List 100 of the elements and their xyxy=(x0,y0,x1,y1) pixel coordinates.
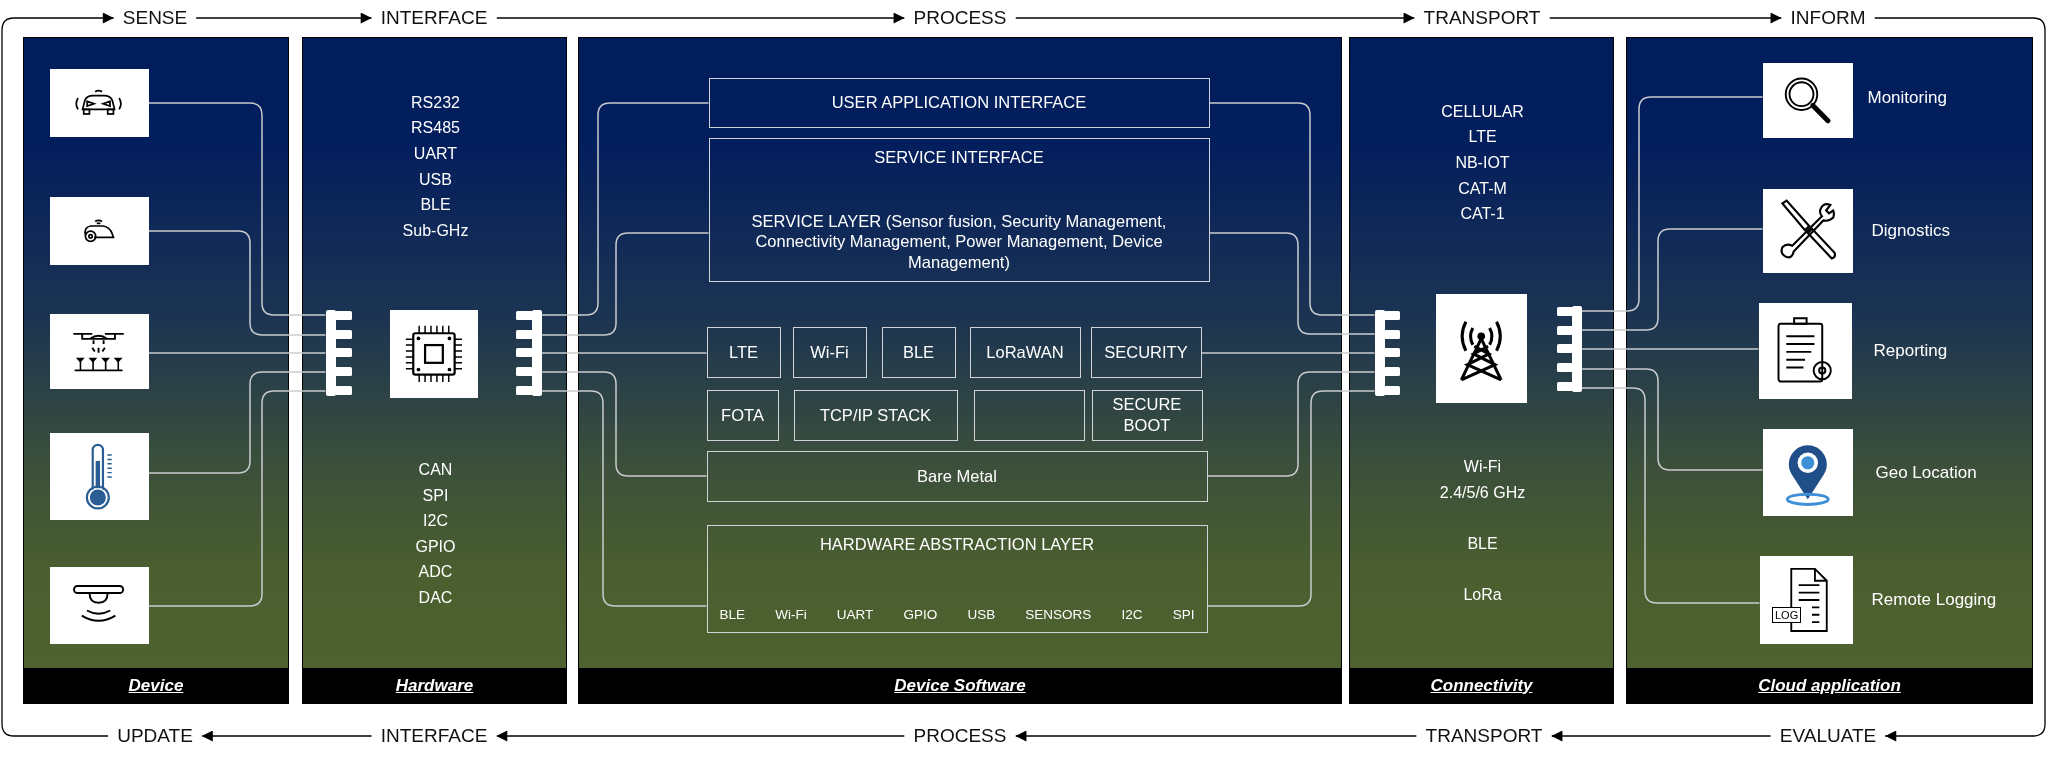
tools-icon xyxy=(1762,188,1853,273)
item-label: Reporting xyxy=(1873,340,1948,361)
module-box xyxy=(973,389,1085,441)
connector-line xyxy=(1206,390,1376,607)
box-label: BLE xyxy=(902,341,935,363)
module-box xyxy=(969,326,1081,378)
protocol-label: 2.4/5/6 GHz xyxy=(1439,483,1526,503)
arrow xyxy=(1014,730,1418,742)
layer-box xyxy=(706,450,1208,502)
module-box xyxy=(881,326,956,378)
connector-block xyxy=(515,309,542,396)
protocol-label: I2C xyxy=(423,511,448,531)
box-label: LTE xyxy=(728,341,758,363)
chip-icon xyxy=(389,309,478,398)
connector-line xyxy=(1580,368,1764,471)
thermometer-icon xyxy=(49,432,149,520)
box-label: SERVICE INTERFACE xyxy=(874,146,1044,168)
arrow xyxy=(495,730,906,742)
arrow xyxy=(1873,17,2046,742)
box-label: USER APPLICATION INTERFACE xyxy=(831,92,1087,113)
connector-block xyxy=(325,309,352,396)
layer-panel xyxy=(23,37,289,704)
drone-icon xyxy=(49,313,149,389)
box-label: TCP/IP STACK xyxy=(819,404,932,426)
item-label: Geo Location xyxy=(1875,462,1977,483)
connector-line xyxy=(540,102,710,316)
sensor-icon xyxy=(49,566,149,644)
arrow xyxy=(201,730,373,742)
protocol-label: LTE xyxy=(1468,127,1497,147)
box-label: LoRaWAN xyxy=(986,341,1064,363)
interface-label: BLE xyxy=(719,606,746,624)
layer-panel xyxy=(302,37,567,704)
document-icon xyxy=(1759,555,1853,644)
item-label: Dignostics xyxy=(1871,220,1950,241)
log-tag: LOG xyxy=(1772,607,1802,623)
panel-title: Connectivity xyxy=(1430,675,1533,696)
protocol-label: SPI xyxy=(422,486,449,506)
protocol-label: CELLULAR xyxy=(1441,102,1524,122)
protocol-label: NB-IOT xyxy=(1455,153,1510,173)
location-pin-icon xyxy=(1762,428,1853,516)
arrow xyxy=(195,12,373,24)
box-label: SECURE BOOT xyxy=(1111,394,1183,436)
protocol-label: RS232 xyxy=(411,93,460,113)
connector-line xyxy=(540,371,708,477)
interface-label: UART xyxy=(836,606,874,624)
layer-panel xyxy=(578,37,1342,704)
protocol-label: CAT-1 xyxy=(1460,204,1505,224)
panel-title: Hardware xyxy=(395,675,474,696)
connector-block xyxy=(1556,305,1582,392)
panel-title: Cloud application xyxy=(1758,675,1901,696)
box-label: FOTA xyxy=(721,404,764,426)
box-label: SERVICE LAYER (Sensor fusion, Security Management, Connectivity Management, Power Management, Device Management) xyxy=(750,210,1168,273)
connector-line xyxy=(540,232,710,336)
interface-label: I2C xyxy=(1121,606,1143,624)
search-icon xyxy=(1762,62,1853,138)
arrow xyxy=(1014,12,1416,24)
box-label: HARDWARE ABSTRACTION LAYER xyxy=(819,533,1095,555)
connector-line xyxy=(1580,348,1760,350)
panel-title: Device xyxy=(128,675,184,696)
interface-label: GPIO xyxy=(903,606,938,624)
item-label: Monitoring xyxy=(1867,87,1947,108)
car-icon xyxy=(49,68,149,137)
interface-label: USB xyxy=(967,606,996,624)
arrow xyxy=(1550,730,1772,742)
robot-mower-icon xyxy=(49,196,149,265)
protocol-label: BLE xyxy=(420,195,451,215)
module-box xyxy=(792,326,867,378)
protocol-label: ADC xyxy=(418,562,453,582)
clipboard-icon xyxy=(1758,302,1852,399)
connector-line xyxy=(147,390,327,607)
arrow xyxy=(1,12,115,737)
connector-line xyxy=(1580,96,1764,312)
connector-line xyxy=(147,230,327,336)
protocol-label: RS485 xyxy=(411,118,460,138)
connector-line xyxy=(1208,102,1376,316)
arrow xyxy=(1548,12,1783,24)
protocol-label: GPIO xyxy=(415,537,456,557)
layer-panel xyxy=(1626,37,2033,704)
module-box xyxy=(793,389,958,441)
connector-line xyxy=(1580,228,1764,331)
box-label: Bare Metal xyxy=(917,465,997,487)
layer-panel xyxy=(1349,37,1614,704)
interface-label: SENSORS xyxy=(1025,606,1092,624)
connector-line xyxy=(1208,232,1376,335)
connector-line xyxy=(147,352,327,354)
protocol-label: CAT-M xyxy=(1458,179,1507,199)
connector-line xyxy=(1206,371,1376,477)
connector-line xyxy=(540,390,708,607)
cell-tower-icon xyxy=(1435,293,1527,403)
box-label: Wi-Fi xyxy=(810,341,849,363)
module-box xyxy=(1090,326,1202,378)
connector-line xyxy=(1580,387,1761,604)
protocol-label: Sub-GHz xyxy=(402,221,469,241)
arrow xyxy=(495,12,906,24)
connector-line xyxy=(147,102,327,316)
protocol-label: LoRa xyxy=(1463,585,1502,605)
panel-title: Device Software xyxy=(894,675,1026,696)
protocol-label: Wi-Fi xyxy=(1463,457,1502,477)
protocol-label: BLE xyxy=(1467,534,1498,554)
layer-box xyxy=(708,137,1210,282)
